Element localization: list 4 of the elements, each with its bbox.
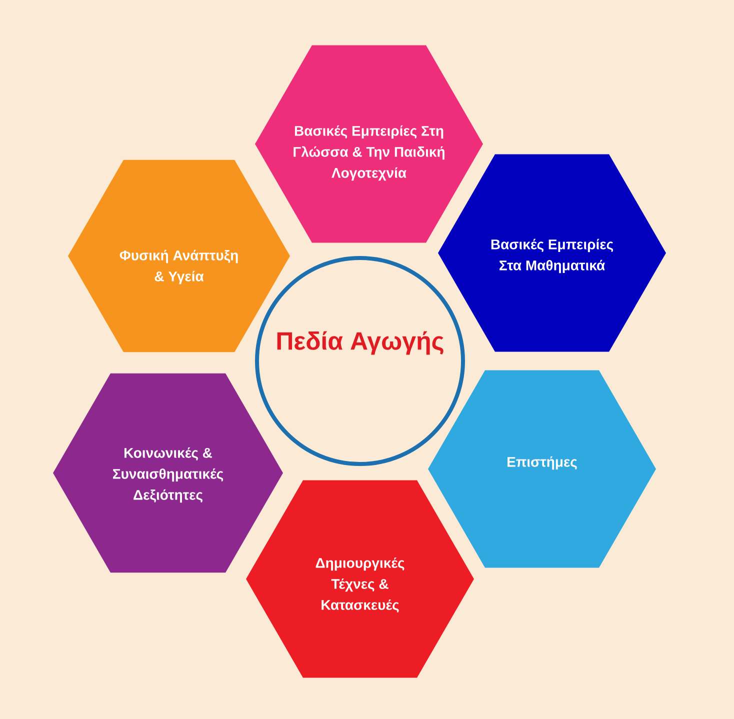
hexagon: Κοινωνικές & Συναισθηματικές Δεξιότητες xyxy=(53,373,283,573)
hexagon: Βασικές Εμπειρίες Στη Γλώσσα & Την Παιδική Λογοτεχνία xyxy=(255,45,483,243)
hexagon: Δημιουργικές Τέχνες & Κατασκευές xyxy=(246,480,474,678)
hexagon: Επιστήμες xyxy=(428,370,656,568)
